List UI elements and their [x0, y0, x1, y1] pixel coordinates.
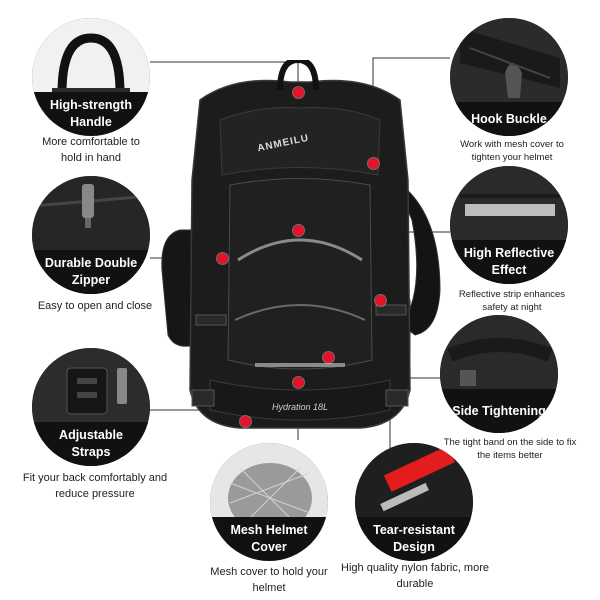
- feature-title: High-strength Handle: [32, 92, 150, 136]
- feature-circle-straps: Adjustable Straps: [32, 348, 150, 466]
- feature-caption: High quality nylon fabric, more durable: [341, 562, 489, 590]
- feature-circle-mesh: Mesh Helmet Cover: [210, 443, 328, 561]
- feature-circle-zipper: Durable Double Zipper: [32, 176, 150, 294]
- feature-circle-nylon: Tear-resistant Design: [355, 443, 473, 561]
- callout-dot-side: [374, 294, 386, 306]
- feature-title: Side Tightening: [440, 389, 558, 433]
- feature-title: Tear-resistant Design: [355, 517, 473, 561]
- feature-title: Hook Buckle: [450, 102, 568, 136]
- backpack-illustration: [161, 60, 441, 429]
- callout-dot-handle: [292, 86, 304, 98]
- pack-print: Hydration 18L: [272, 402, 329, 412]
- feature-circle-side: Side Tightening: [440, 315, 558, 433]
- callout-dot-buckle: [367, 157, 379, 169]
- feature-circle-buckle: Hook Buckle: [450, 18, 568, 136]
- feature-caption: More comfortable to hold in hand: [42, 136, 140, 164]
- feature-circle-reflective: High Reflective Effect: [450, 166, 568, 284]
- feature-caption: Easy to open and close: [37, 300, 153, 312]
- feature-caption: Mesh cover to hold your helmet: [210, 566, 328, 594]
- feature-caption: The tight band on the side to fix the it…: [443, 437, 577, 461]
- callout-dot-nylon: [322, 351, 334, 363]
- feature-circle-handle: High-strength Handle: [32, 18, 150, 136]
- callout-dot-straps: [239, 415, 251, 427]
- feature-title: Adjustable Straps: [32, 422, 150, 466]
- callout-dot-mesh: [292, 376, 304, 388]
- feature-caption: Work with mesh cover to tighten your hel…: [460, 139, 564, 163]
- callout-dot-reflective: [292, 224, 304, 236]
- feature-title: Durable Double Zipper: [32, 250, 150, 294]
- feature-title: Mesh Helmet Cover: [210, 517, 328, 561]
- feature-title: High Reflective Effect: [450, 240, 568, 284]
- feature-caption: Fit your back comfortably and reduce pre…: [22, 472, 168, 500]
- callout-dot-zipper: [216, 252, 228, 264]
- feature-caption: Reflective strip enhances safety at nigh…: [458, 289, 566, 313]
